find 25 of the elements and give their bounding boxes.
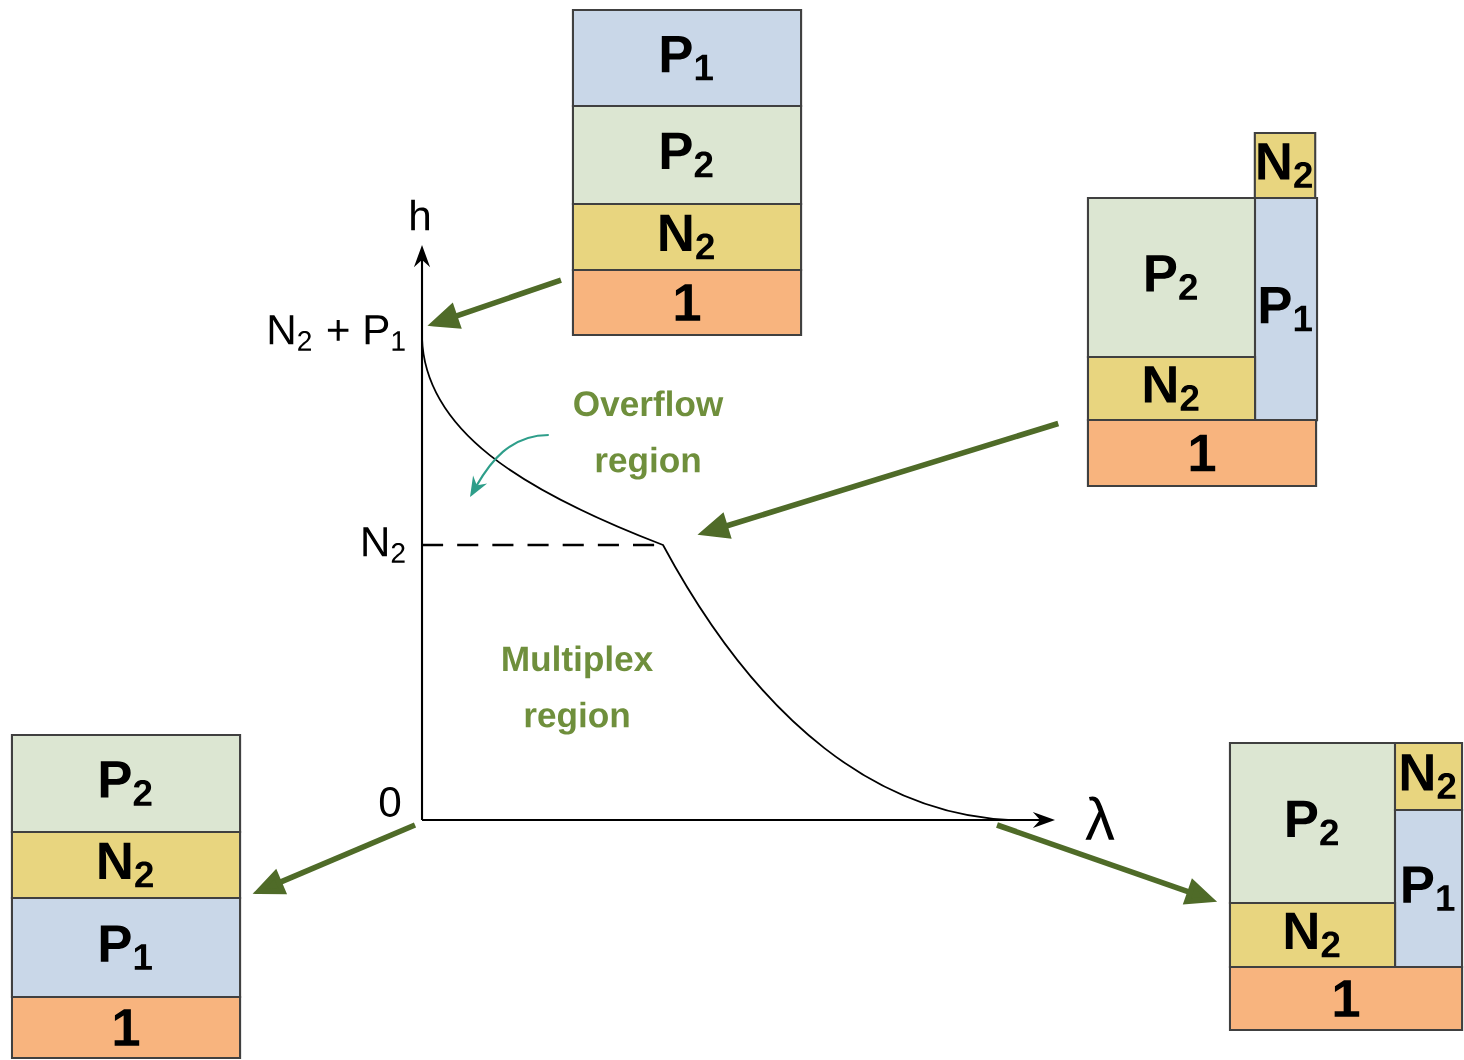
memory-block: N$_{2}$ bbox=[10, 830, 242, 900]
memory-block: 1 bbox=[571, 268, 803, 337]
axis-label: 0 bbox=[379, 787, 401, 817]
memory-block: P$_{1}$ bbox=[10, 896, 242, 999]
memory-block: P$_{2}$ bbox=[1086, 196, 1257, 359]
axis-label: N$_{2}$ + P$_{1}$ bbox=[269, 315, 405, 351]
axis-label: h bbox=[411, 199, 429, 231]
memory-block: 1 bbox=[10, 995, 242, 1060]
memory-block: N$_{2}$ bbox=[571, 202, 803, 272]
region-label: Multiplex region bbox=[503, 645, 653, 735]
memory-block: N$_{2}$ bbox=[1086, 355, 1257, 422]
memory-block: N$_{2}$ bbox=[1228, 901, 1397, 969]
region-label: Overflow region bbox=[574, 390, 724, 480]
memory-block: N$_{2}$ bbox=[1393, 741, 1464, 812]
memory-block: P$_{2}$ bbox=[1228, 741, 1397, 905]
memory-block: P$_{2}$ bbox=[571, 104, 803, 206]
memory-block: N$_{2}$ bbox=[1253, 131, 1317, 200]
axis-label: λ bbox=[1085, 796, 1115, 840]
memory-block: P$_{1}$ bbox=[571, 8, 803, 108]
memory-block: P$_{1}$ bbox=[1253, 196, 1319, 422]
memory-block: P$_{1}$ bbox=[1393, 808, 1464, 969]
memory-block: 1 bbox=[1086, 418, 1318, 488]
axis-label: N$_{2}$ bbox=[363, 527, 405, 563]
memory-block: P$_{2}$ bbox=[10, 733, 242, 834]
memory-block: 1 bbox=[1228, 965, 1464, 1032]
